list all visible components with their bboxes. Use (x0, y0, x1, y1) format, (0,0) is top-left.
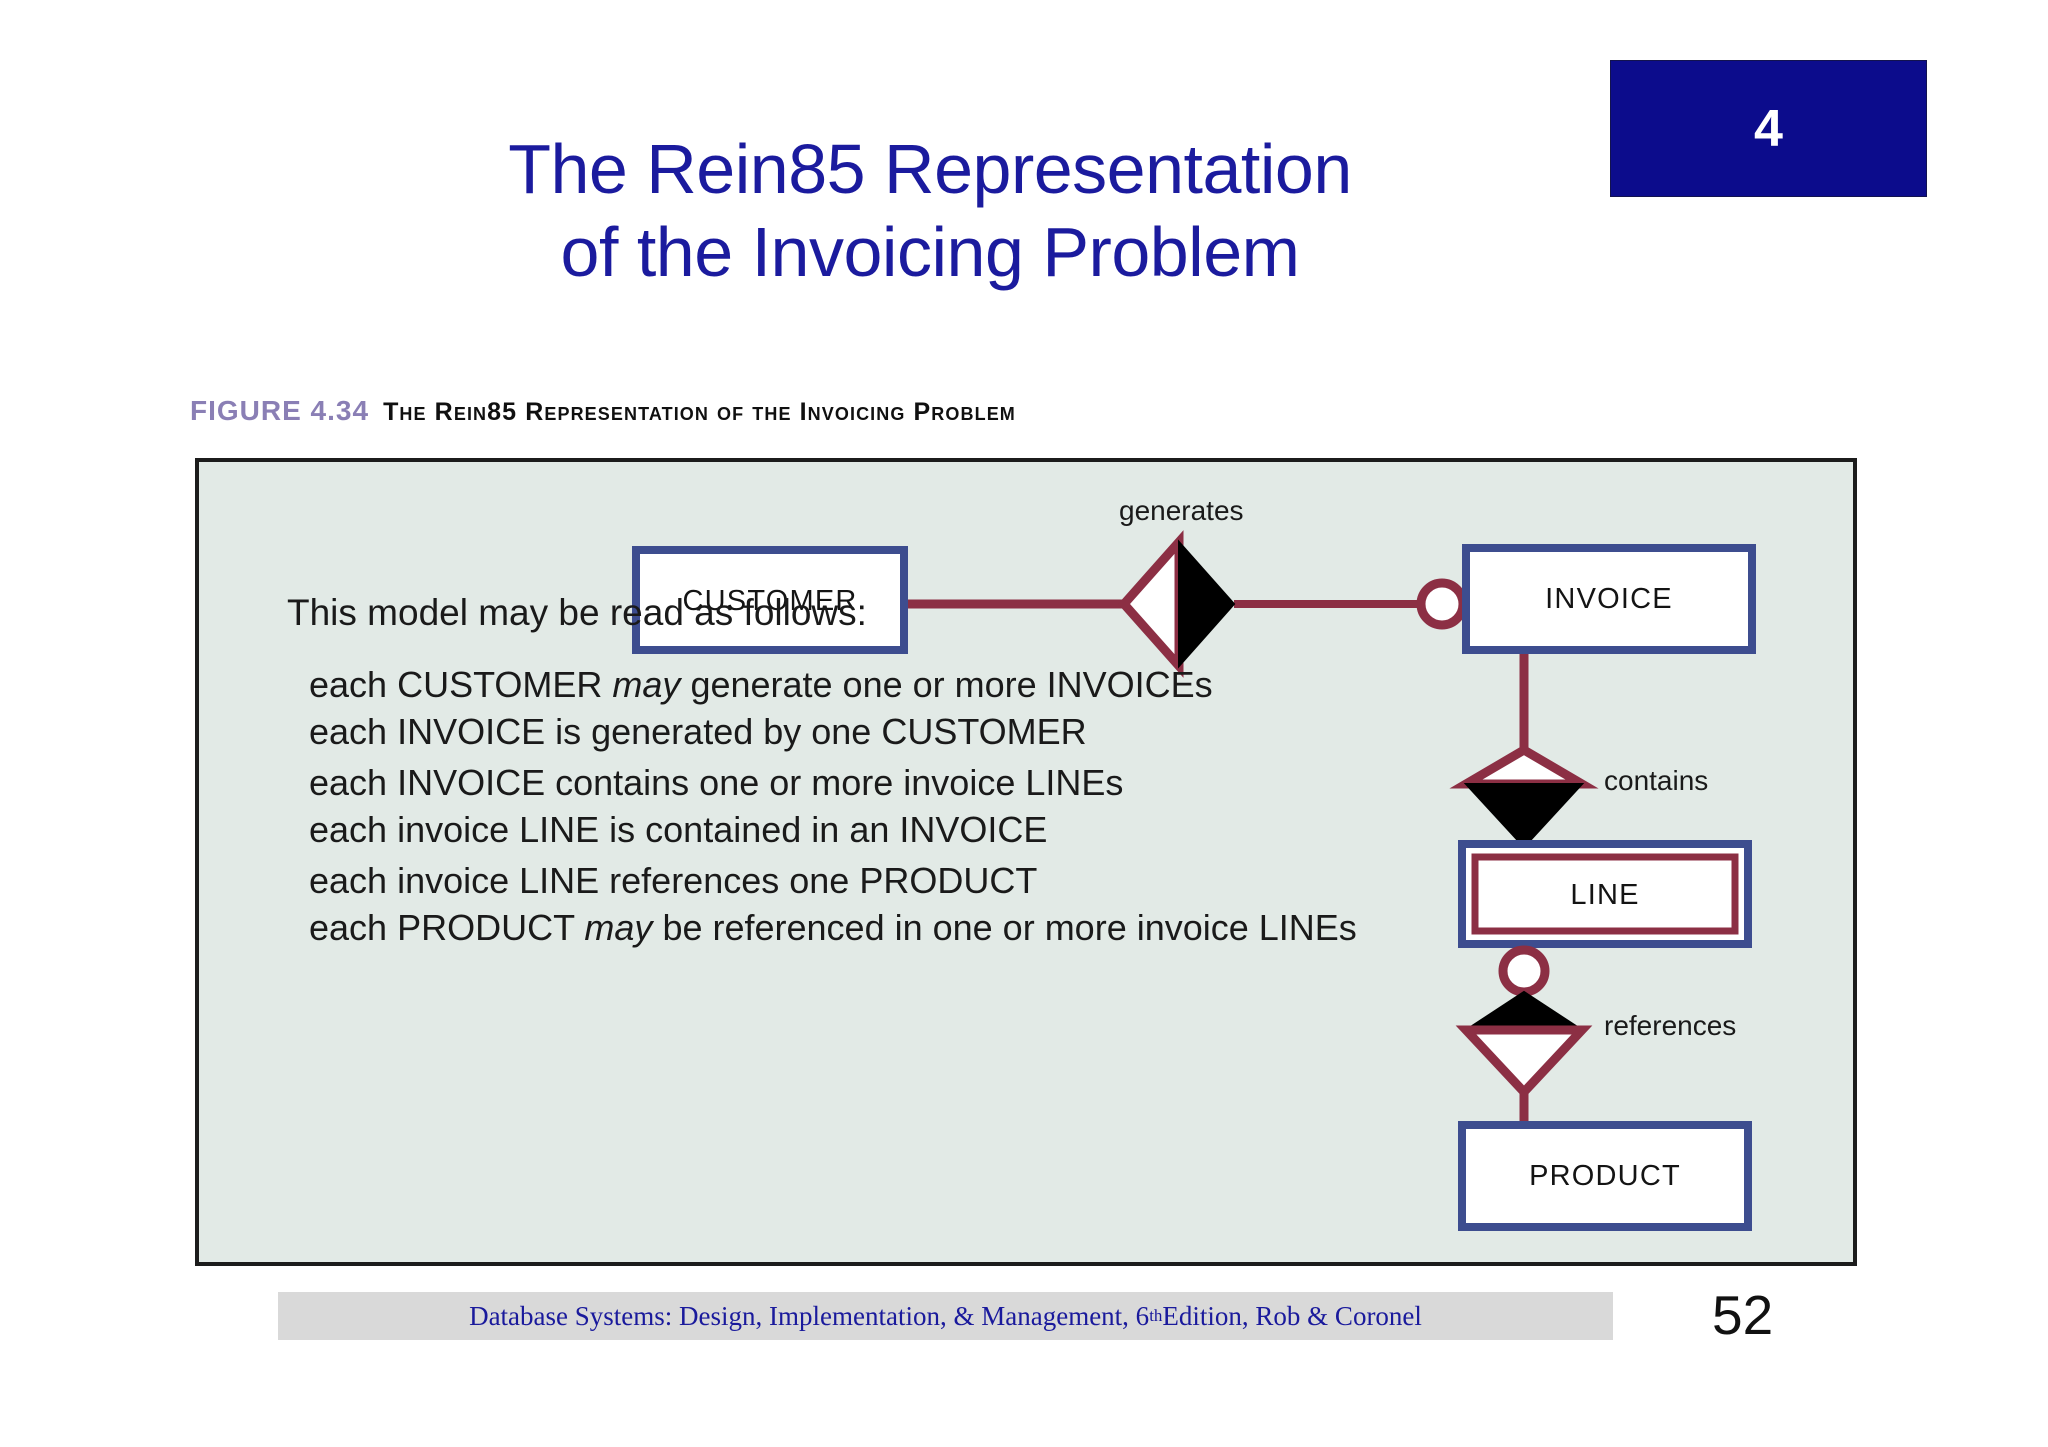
relationship-references-top-half (1462, 990, 1586, 1031)
relationship-references-bottom-half (1455, 1025, 1593, 1099)
relationship-contains-label: contains (1604, 765, 1709, 796)
entity-line-inner-border (1471, 853, 1739, 935)
entity-invoice (1462, 544, 1756, 654)
figure-caption: FIGURE 4.34 The Rein85 Representation of … (190, 395, 1016, 427)
relationship-references (1455, 990, 1593, 1099)
footer-bar: Database Systems: Design, Implementation… (278, 1292, 1613, 1340)
figure-caption-number: FIGURE 4.34 (190, 395, 370, 426)
page-title: The Rein85 Representation of the Invoici… (300, 128, 1560, 293)
footer-attribution-ordinal: th (1149, 1306, 1163, 1325)
relationship-contains-top-half (1449, 744, 1599, 789)
prose-line-part: be referenced in one or more invoice LIN… (652, 906, 1357, 948)
optionality-circle-line (1498, 945, 1550, 997)
prose-line: each CUSTOMER may generate one or more I… (309, 662, 1213, 709)
entity-line (1458, 840, 1752, 948)
relationship-generates (1117, 530, 1236, 678)
entity-product-label: PRODUCT (1529, 1160, 1681, 1192)
page-title-line-1: The Rein85 Representation (508, 130, 1352, 208)
relationship-generates-right-half (1178, 539, 1236, 669)
erd-diagram (632, 530, 1756, 1231)
prose-line: each PRODUCT may be referenced in one or… (309, 905, 1357, 952)
page-title-line-2: of the Invoicing Problem (560, 212, 1300, 291)
relationship-generates-left-half (1117, 530, 1184, 678)
prose-block-customer-invoice: each CUSTOMER may generate one or more I… (309, 662, 1213, 756)
prose-line: each invoice LINE is contained in an INV… (309, 808, 1048, 850)
prose-line-emphasis: may (584, 906, 653, 948)
prose-line-part: each PRODUCT (309, 906, 585, 948)
slide-number-badge: 4 (1610, 60, 1927, 197)
prose-line-part: each CUSTOMER (309, 664, 613, 705)
prose-block-line-product: each invoice LINE references one PRODUCT… (309, 858, 1357, 952)
slide-number-badge-value: 4 (1754, 99, 1783, 158)
prose-line-part: generate one or more INVOICEs (680, 664, 1213, 705)
relationship-contains (1449, 744, 1599, 849)
prose-line-emphasis: may (612, 664, 681, 705)
figure-caption-title: The Rein85 Representation of the Invoici… (383, 398, 1016, 426)
entity-product (1458, 1121, 1752, 1231)
prose-line: each INVOICE contains one or more invoic… (309, 762, 1124, 803)
relationship-references-label: references (1604, 1010, 1737, 1041)
prose-intro: This model may be read as follows: (287, 592, 867, 633)
footer-attribution: Database Systems: Design, Implementation… (278, 1292, 1613, 1340)
footer-attribution-pre: Database Systems: Design, Implementation… (469, 1300, 1150, 1331)
figure-frame: CUSTOMER INVOICE LINE PRODUCT generates … (195, 458, 1857, 1266)
entity-line-label: LINE (1570, 879, 1640, 911)
prose-line: each INVOICE is generated by one CUSTOME… (309, 710, 1087, 752)
relationship-contains-bottom-half (1463, 783, 1585, 849)
page-number: 52 (1712, 1284, 1774, 1346)
footer-attribution-post: Edition, Rob & Coronel (1162, 1300, 1422, 1331)
entity-invoice-label: INVOICE (1545, 583, 1673, 615)
entity-customer (632, 546, 908, 654)
prose-line: each invoice LINE references one PRODUCT (309, 860, 1038, 901)
optionality-circle-invoice (1416, 578, 1468, 630)
prose-block-invoice-line: each INVOICE contains one or more invoic… (309, 760, 1123, 854)
relationship-generates-label: generates (1119, 495, 1244, 526)
entity-customer-label: CUSTOMER (682, 585, 858, 617)
